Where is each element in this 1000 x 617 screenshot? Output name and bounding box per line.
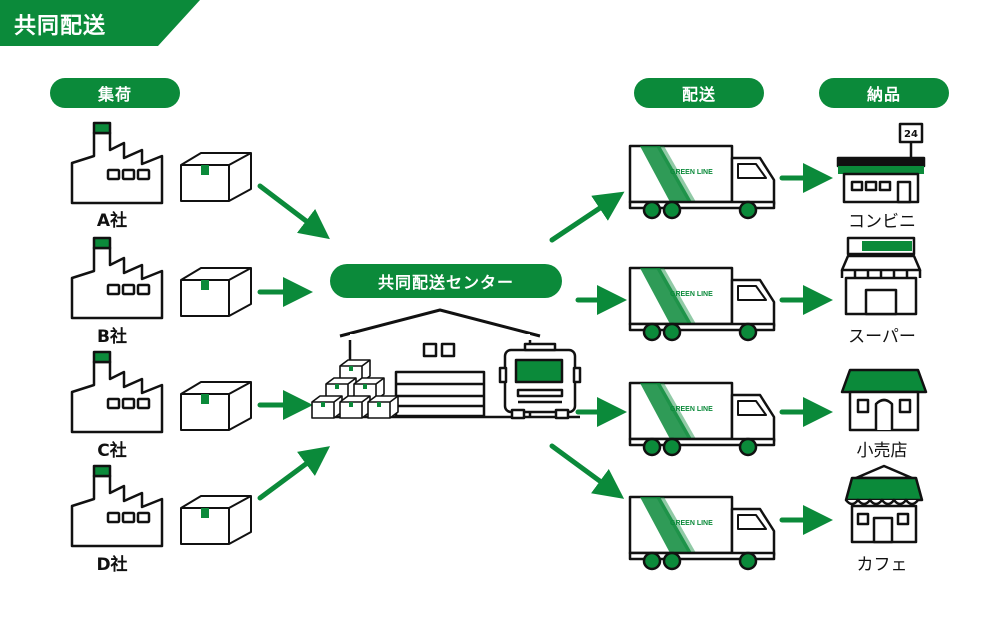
svg-text:GREEN LINE: GREEN LINE — [670, 291, 713, 298]
collect-arrows — [257, 183, 331, 501]
supply-pill: 納品 — [819, 78, 949, 108]
factory-c-icon — [70, 350, 164, 434]
box-d-icon — [180, 495, 252, 545]
supermarket-icon — [840, 236, 922, 316]
truck-4-icon — [628, 495, 776, 571]
box-c-icon — [180, 381, 252, 431]
truck-logos: GREEN LINE GREEN LINE GREEN LINE GREEN L… — [670, 169, 713, 527]
deliver-arrows — [549, 191, 627, 499]
retail-store-icon — [840, 368, 928, 432]
factory-d-icon — [70, 464, 164, 548]
factory-a-icon — [70, 121, 164, 205]
store-label-retail: 小売店 — [856, 441, 908, 461]
box-b-icon — [180, 267, 252, 317]
svg-text:GREEN LINE: GREEN LINE — [670, 406, 713, 413]
truck-3-icon — [628, 381, 776, 457]
company-label-b: B社 — [97, 327, 127, 347]
store-label-supermarket: スーパー — [848, 327, 916, 347]
collect-pill: 集荷 — [50, 78, 180, 108]
page-title: 共同配送 — [14, 14, 107, 39]
deliver-pill: 配送 — [634, 78, 764, 108]
box-a-icon — [180, 152, 252, 202]
svg-text:GREEN LINE: GREEN LINE — [670, 169, 713, 176]
store-label-cafe: カフェ — [856, 555, 908, 575]
supply-arrows — [779, 163, 833, 535]
convenience-sign: 24 — [904, 129, 918, 140]
title-banner — [0, 0, 200, 46]
truck-1-icon — [628, 144, 776, 220]
store-label-convenience: コンビニ — [848, 212, 916, 232]
company-label-c: C社 — [97, 441, 127, 461]
truck-2-icon — [628, 266, 776, 342]
center-pill: 共同配送センター — [330, 264, 562, 298]
svg-text:GREEN LINE: GREEN LINE — [670, 520, 713, 527]
center-truck-icon — [498, 342, 582, 420]
factory-b-icon — [70, 236, 164, 320]
cafe-icon — [844, 464, 924, 544]
company-label-a: A社 — [96, 211, 128, 231]
convenience-store-icon — [836, 122, 926, 204]
company-label-d: D社 — [96, 555, 128, 575]
